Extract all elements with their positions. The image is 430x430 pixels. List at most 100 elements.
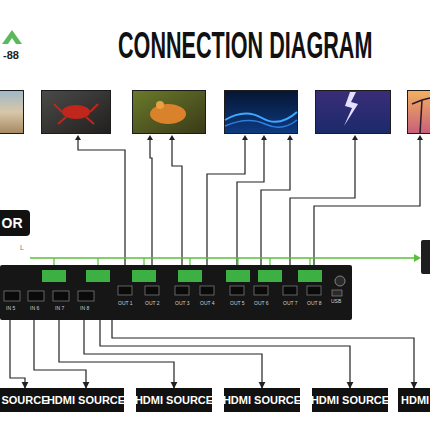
arrowhead [242, 135, 248, 140]
cropped-text: L [20, 244, 24, 251]
display-image [42, 91, 110, 133]
source-box: HDMI SOURCE [224, 388, 300, 412]
leader-line [172, 138, 182, 265]
hdmi-port [254, 286, 268, 295]
arrowhead [147, 135, 153, 140]
terminal-block [178, 270, 202, 282]
port-label: OUT 3 [175, 301, 190, 306]
hdmi-port [145, 286, 159, 295]
crab-legs [54, 104, 98, 124]
terminal-block [298, 270, 322, 282]
leader-line [237, 138, 264, 265]
leader-line [78, 138, 125, 265]
terminal-block [42, 270, 66, 282]
hdmi-port [200, 286, 214, 295]
port-label: USB [331, 299, 341, 304]
usb-port [332, 290, 342, 296]
port-label: OUT 8 [307, 301, 322, 306]
hdmi-port [4, 291, 20, 301]
hdmi-port [53, 291, 69, 301]
port-label: OUT 7 [283, 301, 298, 306]
hdmi-port [307, 286, 321, 295]
display-frame [407, 90, 430, 134]
hdmi-port [230, 286, 244, 295]
arrowhead [75, 135, 81, 140]
node-text: HDMI SOURCE [223, 394, 301, 406]
arrowhead [414, 254, 421, 262]
node-text: HDMI SOURCE [135, 394, 213, 406]
connector-line [112, 320, 414, 388]
arrowhead [261, 135, 267, 140]
connector-line [100, 320, 350, 388]
wave-line [225, 112, 297, 122]
source-box: SOURCE [0, 388, 50, 412]
port-label: OUT 5 [230, 301, 245, 306]
hdmi-port [175, 286, 189, 295]
source-box: HDMI [398, 388, 430, 412]
crab-shape [62, 105, 90, 119]
palm-tree [412, 98, 430, 133]
arrowhead [352, 135, 358, 140]
source-box: HDMI SOURCE [136, 388, 212, 412]
hdmi-port [78, 291, 94, 301]
port-label: IN 7 [55, 306, 64, 311]
display-frame [132, 90, 206, 134]
diagram-title: CONNECTION DIAGRAM [118, 28, 372, 64]
node-text: HDMI SOURCE [47, 394, 125, 406]
logo-text: -88 [3, 50, 19, 61]
arrowhead [417, 135, 423, 140]
display-image [316, 91, 390, 133]
node-text: HDMI SOURCE [311, 394, 389, 406]
port-label: OUT 2 [145, 301, 160, 306]
source-box: HDMI SOURCE [312, 388, 388, 412]
frog-eye [156, 101, 164, 109]
display-screens [0, 90, 430, 134]
leader-line [150, 138, 152, 265]
leader-line [290, 138, 355, 265]
logo-mark [8, 38, 16, 44]
terminal-block [86, 270, 110, 282]
port-label: IN 8 [80, 306, 89, 311]
display-image [225, 91, 297, 133]
terminal-block [132, 270, 156, 282]
output-leader-lines [78, 138, 420, 265]
source-box: HDMI SOURCE [48, 388, 124, 412]
display-image [133, 91, 205, 133]
logo-mark [2, 30, 22, 44]
connector-line [84, 320, 262, 388]
node-text: SOURCE [1, 394, 48, 406]
port-label: OUT 6 [254, 301, 269, 306]
arrowhead [169, 135, 175, 140]
arrowhead [287, 135, 293, 140]
node-text: OR [2, 215, 23, 231]
product-tag: OR [0, 210, 30, 236]
frog-shape [150, 104, 186, 124]
leader-arrowheads [75, 135, 423, 140]
port-label: OUT 1 [118, 301, 133, 306]
hdmi-port [28, 291, 44, 301]
leader-line [261, 138, 290, 265]
display-image [0, 91, 23, 133]
display-frame [41, 90, 111, 134]
display-frame [315, 90, 391, 134]
power-jack [335, 276, 345, 286]
leader-line [207, 138, 245, 265]
audio-wire [30, 257, 416, 259]
display-image [408, 91, 430, 133]
port-label: IN 6 [30, 306, 39, 311]
port-label: OUT 4 [200, 301, 215, 306]
display-frame [0, 90, 24, 134]
terminal-block [226, 270, 250, 282]
lightning-bolt [344, 92, 358, 126]
port-label: IN 5 [6, 306, 15, 311]
audio-device [421, 240, 430, 274]
wave-line [225, 120, 297, 127]
terminal-block [258, 270, 282, 282]
node-text: HDMI [401, 394, 429, 406]
hdmi-port [283, 286, 297, 295]
connector-line [10, 320, 25, 388]
